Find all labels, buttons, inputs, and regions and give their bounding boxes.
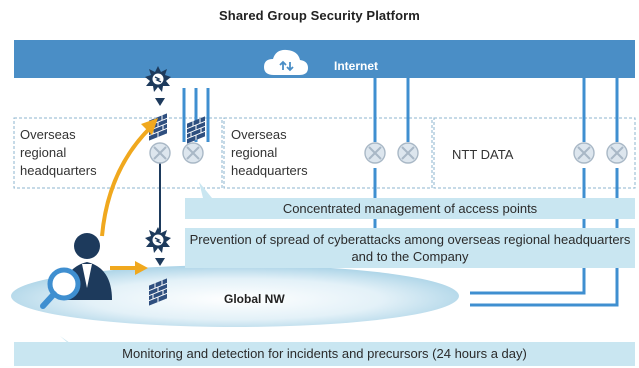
callout-monitoring: Monitoring and detection for incidents a… — [14, 342, 635, 366]
region-label-2: Overseas regional headquarters — [231, 127, 308, 178]
region-box-3 — [433, 117, 636, 189]
monitoring-arrow-up — [100, 126, 152, 237]
down-arrow-icon — [155, 98, 165, 106]
router-icon — [364, 142, 386, 164]
router-icon — [149, 142, 171, 164]
router-icon — [182, 142, 204, 164]
diagram-title: Shared Group Security Platform — [219, 8, 420, 23]
router-icon — [606, 142, 628, 164]
down-arrow-icon — [155, 258, 165, 266]
internet-band — [14, 40, 635, 78]
global-network-label: Global NW — [224, 292, 285, 306]
callout-access-points: Concentrated management of access points — [185, 198, 635, 219]
analyst-icon — [40, 233, 112, 309]
global-network-ellipse — [11, 265, 459, 327]
region-label-1: Overseas regional headquarters — [20, 127, 97, 178]
router-icon — [397, 142, 419, 164]
internet-label: Internet — [334, 59, 379, 73]
cloud-upload-download-icon — [264, 49, 308, 75]
region-label-3: NTT DATA — [452, 147, 514, 162]
router-icon — [573, 142, 595, 164]
attack-burst-icon — [144, 226, 172, 254]
callout-prevention: Prevention of spread of cyberattacks amo… — [185, 228, 635, 268]
